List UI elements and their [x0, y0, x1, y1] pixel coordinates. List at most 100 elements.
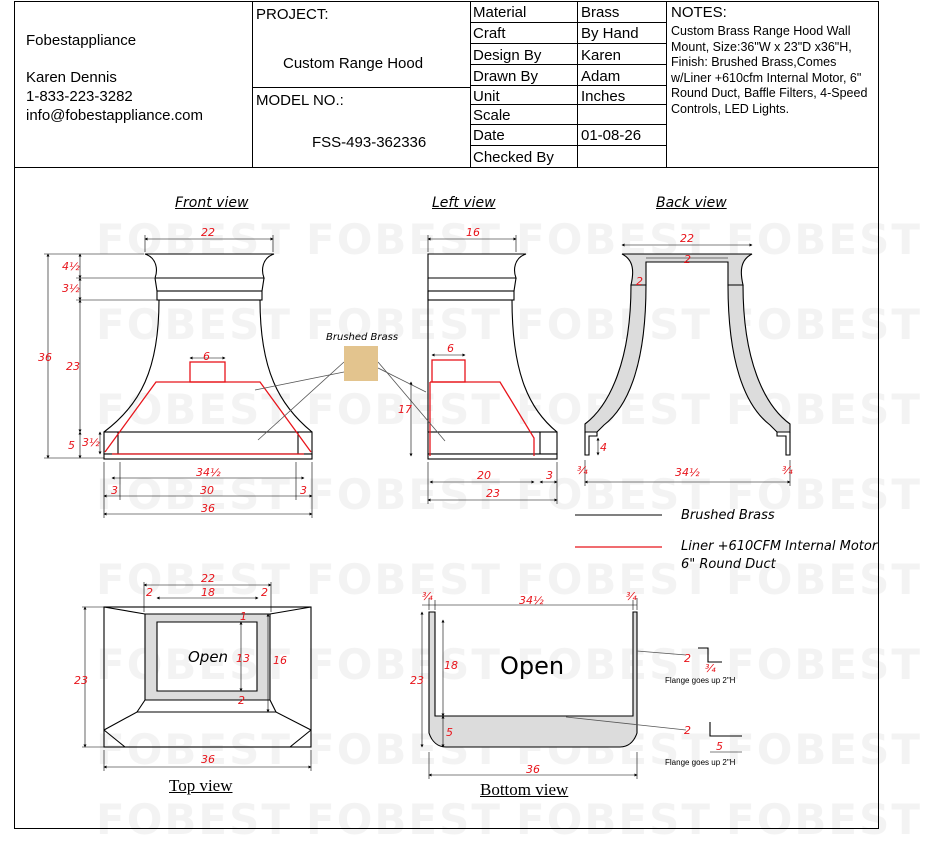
flange-details [698, 647, 742, 737]
top-view-open-label: Open [188, 648, 229, 666]
back-view [584, 253, 791, 456]
watermark: FOBEST [726, 555, 922, 604]
spec-label: Unit [473, 88, 500, 105]
dim-bottom-width: 34½ [519, 594, 544, 607]
watermark: FOBEST [516, 470, 712, 519]
spec-label: Drawn By [473, 68, 539, 85]
dim-flange1-b: ¾ [705, 662, 716, 675]
front-view-title: Front view [175, 195, 249, 211]
dim-front-collar: 4½ [62, 260, 80, 273]
project-label: PROJECT: [256, 6, 329, 23]
dim-back-width: 34½ [675, 466, 700, 479]
dim-bottom-front-height: 5 [446, 726, 453, 739]
watermark: FOBEST [516, 555, 712, 604]
dim-front-side-left: 3 [111, 484, 118, 497]
dim-left-liner-height: 17 [398, 403, 412, 416]
spec-value: 01-08-26 [581, 127, 642, 144]
contact-name: Karen Dennis [26, 69, 117, 86]
dimension-lines [44, 235, 791, 779]
spec-label: Date [473, 127, 505, 144]
dim-back-flange: 4 [600, 441, 607, 454]
bottom-view [428, 611, 638, 748]
dim-bottom-left-thickness: ¾ [422, 590, 433, 603]
dim-left-inner-depth: 20 [477, 469, 491, 482]
dim-bottom-inner-height: 18 [444, 659, 458, 672]
spec-label: Scale [473, 107, 511, 124]
legend-duct: 6" Round Duct [681, 557, 776, 572]
brushed-brass-swatch [344, 346, 378, 381]
dim-left-side: 3 [546, 469, 553, 482]
dim-front-liner-width: 34½ [196, 466, 221, 479]
spec-value: Karen [581, 47, 622, 64]
spec-label: Craft [473, 25, 506, 42]
spec-value: Inches [581, 88, 626, 105]
dim-front-body-height: 23 [66, 360, 80, 373]
swatch-label: Brushed Brass [326, 332, 399, 343]
watermark: FOBEST [726, 300, 922, 349]
dim-top-depth: 16 [273, 654, 287, 667]
front-view [103, 253, 313, 460]
watermark: FOBEST [96, 300, 292, 349]
dim-back-left-small: ¾ [577, 464, 588, 477]
front-liner [104, 361, 312, 455]
dim-front-lower: 5 [68, 439, 75, 452]
dim-flange1-a: 2 [684, 652, 691, 665]
left-view-title: Left view [432, 195, 496, 211]
watermark: FOBEST [306, 470, 502, 519]
dim-flange2-a: 2 [684, 724, 691, 737]
watermark: FOBEST [726, 215, 922, 264]
dim-back-top-width: 22 [680, 232, 694, 245]
dim-back-right-small: ¾ [782, 464, 793, 477]
dim-bottom-total-depth: 23 [410, 674, 424, 687]
watermark: FOBEST [306, 640, 502, 689]
project-name: Custom Range Hood [283, 55, 424, 72]
dim-left-duct: 6 [447, 342, 454, 355]
spec-value: Brass [581, 4, 620, 21]
dim-back-wall2: 2 [636, 275, 643, 288]
dim-front-base-width: 36 [201, 502, 215, 515]
notes-label: NOTES: [671, 4, 727, 21]
watermark: FOBEST [726, 640, 922, 689]
dim-top-right-wall: 2 [261, 586, 268, 599]
top-view [103, 606, 312, 748]
dim-top-total-depth: 23 [74, 674, 88, 687]
company-name: Fobestappliance [26, 32, 137, 49]
dim-top-rim: 1 [240, 610, 247, 623]
dim-front-duct: 6 [203, 350, 210, 363]
dim-front-side-right: 3 [300, 484, 307, 497]
contact-phone: 1-833-223-3282 [26, 88, 133, 105]
spec-value: Adam [581, 68, 621, 85]
watermark: FOBEST [306, 300, 502, 349]
spec-label: Design By [473, 47, 542, 64]
dim-left-top-width: 16 [466, 226, 480, 239]
flange-leaders [565, 650, 687, 731]
watermark: FOBEST [306, 555, 502, 604]
legend-brushed-brass: Brushed Brass [681, 508, 775, 523]
dim-top-base-width: 36 [201, 753, 215, 766]
dim-left-base-depth: 23 [486, 487, 500, 500]
dim-top-outer: 22 [201, 572, 215, 585]
watermark: FOBEST [96, 555, 292, 604]
watermark: FOBEST [726, 470, 922, 519]
dim-front-total-height: 36 [38, 351, 52, 364]
dim-top-bottom-wall: 2 [238, 694, 245, 707]
dim-front-top-width: 22 [201, 226, 215, 239]
dimension-labels: 22 4½ 3½ 36 23 6 5 3½ 34½ 30 3 3 36 16 6… [38, 226, 793, 776]
dim-top-left-wall: 2 [146, 586, 153, 599]
left-liner [429, 359, 535, 456]
flange-note: Flange goes up 2"H [665, 676, 736, 685]
notes-text: Custom Brass Range Hood Wall Mount, Size… [671, 24, 868, 116]
watermark: FOBEST [306, 385, 502, 434]
spec-label: Material [473, 4, 527, 21]
spec-label: Checked By [473, 149, 554, 166]
back-view-title: Back view [656, 195, 727, 211]
dim-bottom-right-thickness: ¾ [626, 590, 637, 603]
watermark: FOBEST [726, 725, 922, 774]
contact-email: info@fobestappliance.com [26, 107, 203, 124]
watermark: FOBEST [516, 300, 712, 349]
flange-note: Flange goes up 2"H [665, 758, 736, 767]
dim-top-opening: 13 [236, 652, 250, 665]
